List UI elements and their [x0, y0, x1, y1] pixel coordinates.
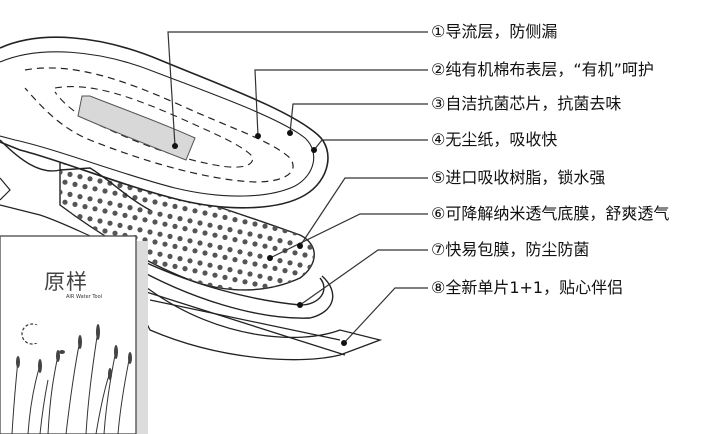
wrapper-film-layer — [118, 268, 383, 361]
callout-1: ①导流层，防侧漏 — [431, 22, 558, 41]
pad-top-layer — [0, 36, 329, 251]
callout-5: ⑤进口吸收树脂，锁水强 — [431, 168, 606, 187]
callout-7: ⑦快易包膜，防尘防菌 — [431, 240, 590, 259]
leader-dots — [172, 130, 347, 346]
callout-2: ②纯有机棉布表层，“有机”呵护 — [431, 60, 654, 79]
callout-8: ⑧全新单片1+1，贴心伴侣 — [431, 278, 624, 297]
package-subtitle: AIR Water Tool — [66, 294, 103, 300]
callout-3: ③自洁抗菌芯片，抗菌去味 — [431, 94, 622, 113]
product-package — [0, 235, 148, 434]
base-film-layer — [124, 254, 334, 319]
callout-4: ④无尘纸，吸收快 — [431, 130, 558, 149]
callout-6: ⑥可降解纳米透气底膜，舒爽透气 — [431, 204, 670, 223]
package-brand: 原样 — [44, 270, 88, 294]
